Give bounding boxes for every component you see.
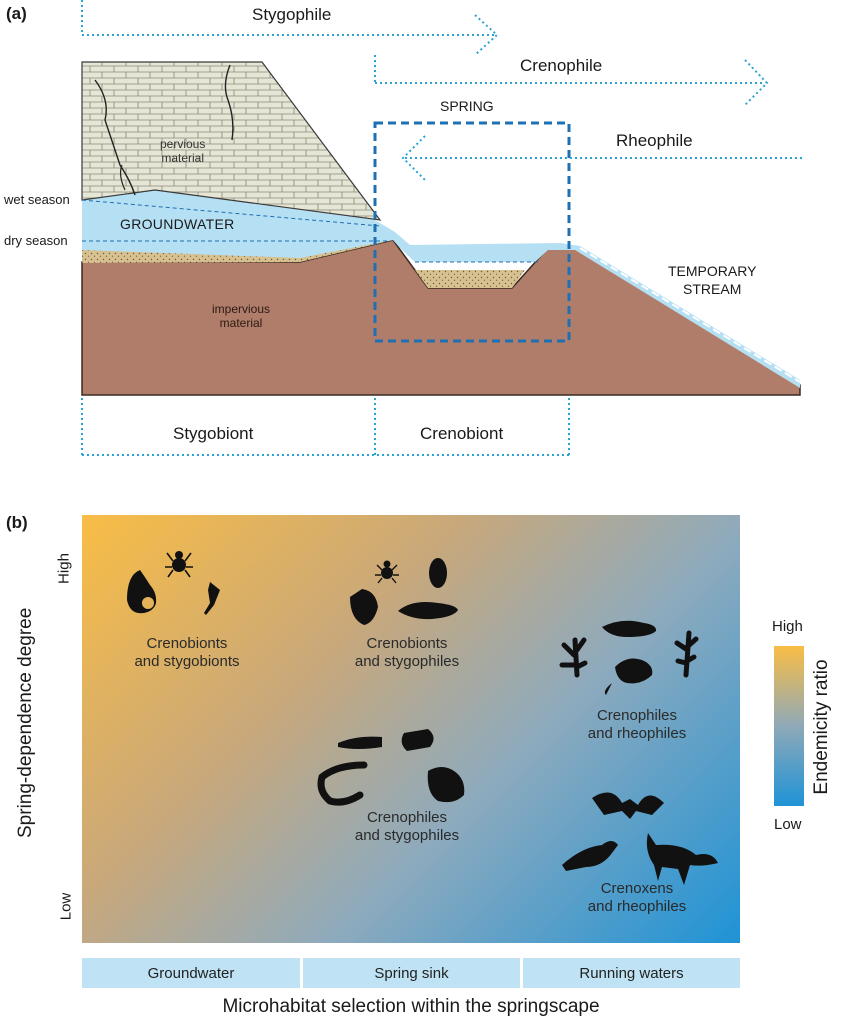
x-axis-title: Microhabitat selection within the spring… — [222, 996, 600, 1017]
rodent-icon — [604, 658, 653, 695]
group-line1: Crenoxens — [600, 880, 674, 897]
wet-season-label: wet season — [4, 192, 70, 207]
organism-silhouettes — [127, 551, 718, 885]
microhabitat-spring-sink: Spring sink — [303, 958, 520, 988]
panel-a-label: (a) — [6, 4, 27, 23]
groundwater-body — [82, 190, 800, 388]
legend-high: High — [772, 618, 803, 635]
dry-season-label: dry season — [4, 233, 68, 248]
crack-line — [94, 79, 136, 196]
group-line2: and stygobionts — [134, 653, 240, 670]
y-axis-low: Low — [57, 892, 75, 921]
impervious-line1: impervious — [212, 302, 271, 316]
group-label: Crenobionts and stygobionts — [102, 635, 272, 671]
plant-icon — [674, 630, 699, 678]
temporary-line2: STREAM — [683, 281, 742, 297]
fox-icon — [646, 833, 718, 885]
isopod-icon — [429, 558, 447, 588]
spring-sand — [415, 270, 525, 288]
spider-icon — [165, 551, 193, 578]
group-line1: Crenophiles — [366, 809, 448, 826]
group-label: Crenobionts and stygophiles — [322, 635, 492, 671]
copepod-icon — [204, 575, 222, 615]
temporary-line1: TEMPORARY — [668, 263, 757, 279]
crenobiont-label: Crenobiont — [420, 424, 504, 443]
legend-colorbar — [774, 646, 804, 806]
gradient-background — [82, 515, 740, 943]
group-label: Crenophiles and rheophiles — [552, 707, 722, 743]
plant-icon — [559, 637, 588, 678]
stygobiont-label: Stygobiont — [173, 424, 254, 443]
panel-a-diagram — [81, 0, 805, 456]
water-bug-icon — [394, 719, 434, 751]
insect-larva-icon — [338, 736, 382, 749]
pervious-line1: pervious — [160, 137, 206, 151]
fish-icon — [602, 620, 657, 637]
group-line1: Crenobionts — [146, 635, 228, 652]
bat-icon — [592, 792, 664, 819]
group-line2: and stygophiles — [354, 827, 460, 844]
group-line1: Crenophiles — [596, 707, 678, 724]
legend-title: Endemicity ratio — [811, 659, 832, 795]
legend-low: Low — [774, 816, 802, 833]
microhabitat-running-waters: Running waters — [523, 958, 740, 988]
group-line2: and stygophiles — [354, 653, 460, 670]
spring-box — [373, 121, 571, 343]
impervious-line2: material — [219, 316, 263, 330]
group-line2: and rheophiles — [587, 725, 687, 742]
stygophile-label: Stygophile — [252, 5, 332, 24]
worm-icon — [317, 761, 368, 806]
spider-icon — [375, 560, 399, 584]
water-beetle-icon — [350, 589, 378, 625]
crenophile-label: Crenophile — [520, 56, 603, 75]
rheophile-label: Rheophile — [616, 131, 693, 150]
group-line1: Crenobionts — [366, 635, 448, 652]
microhabitat-groundwater: Groundwater — [82, 958, 300, 988]
y-axis-high: High — [55, 553, 73, 584]
group-line2: and rheophiles — [587, 898, 687, 915]
groundwater-label: GROUNDWATER — [120, 216, 235, 232]
impervious-label: impervious material — [212, 302, 270, 330]
crack-line — [119, 164, 126, 191]
panel-b-label: (b) — [6, 513, 28, 532]
temporary-stream-label: TEMPORARY STREAM — [668, 262, 756, 298]
bird-icon — [562, 841, 618, 871]
pervious-material — [81, 61, 382, 221]
group-label: Crenophiles and stygophiles — [322, 809, 492, 845]
pervious-label: pervious material — [160, 137, 205, 165]
frog-icon — [427, 767, 465, 803]
group-label: Crenoxens and rheophiles — [552, 880, 722, 916]
crack-line — [224, 64, 234, 141]
endemicity-gradient-panel: Crenobionts and stygobionts Crenobionts … — [82, 515, 740, 943]
y-axis-title: Spring-dependence degree — [15, 607, 36, 838]
fish-icon — [398, 602, 458, 620]
pervious-line2: material — [161, 151, 205, 165]
spring-label: SPRING — [440, 98, 494, 114]
